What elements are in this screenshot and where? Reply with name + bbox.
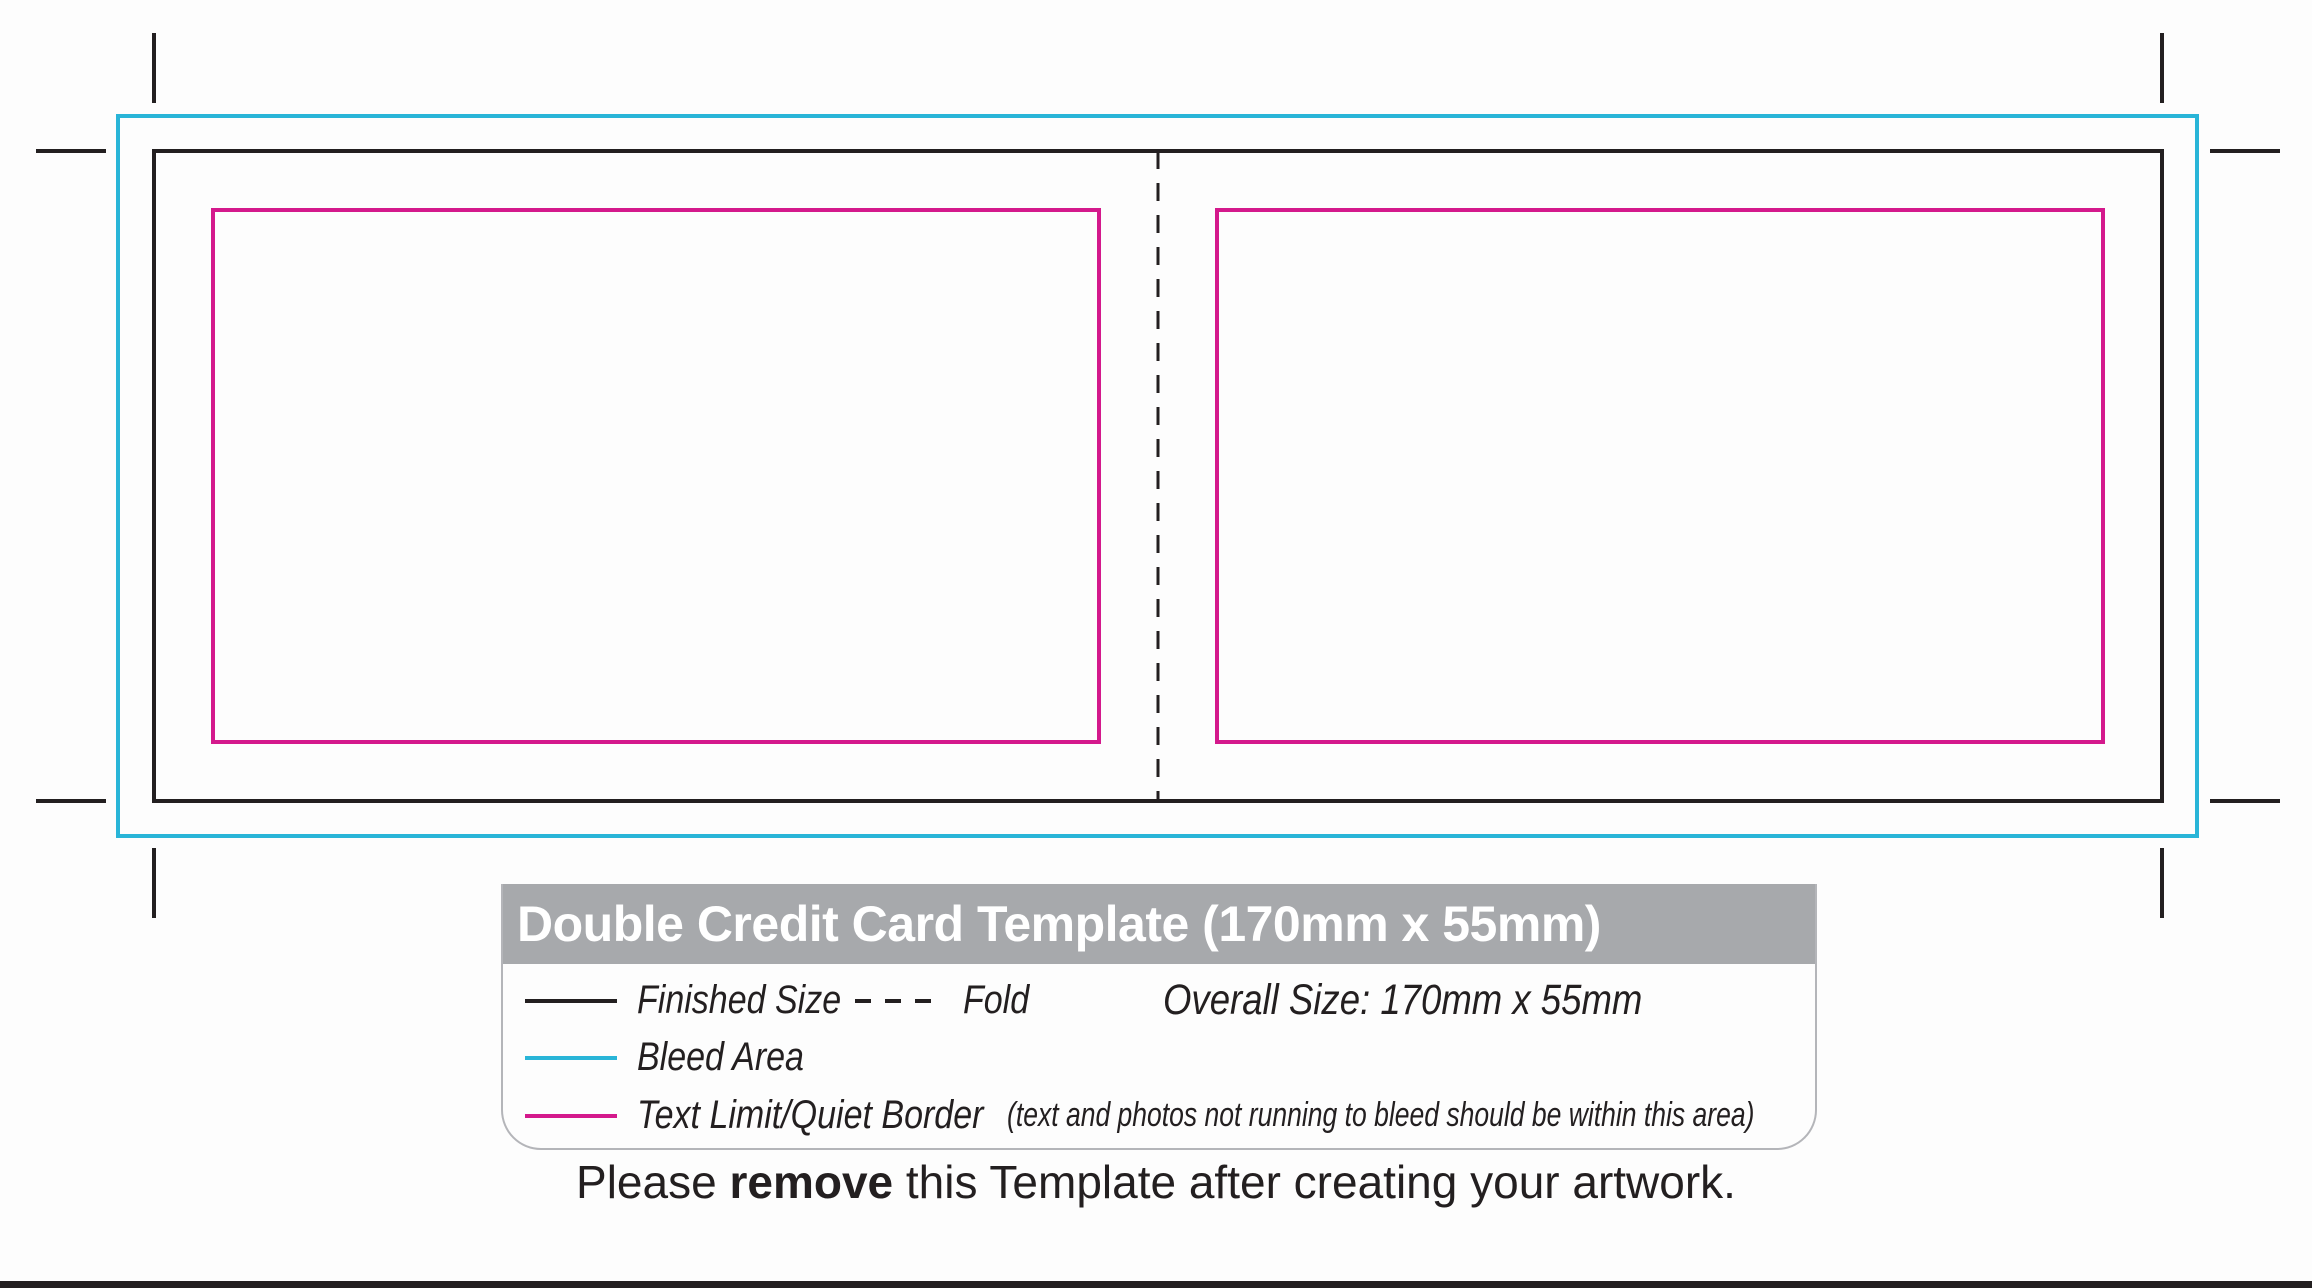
legend-row-text-limit: Text Limit/Quiet Border (text and photos… <box>503 1093 1965 1138</box>
text-limit-rect-right <box>1215 208 2105 744</box>
overall-size-label: Overall Size: 170mm x 55mm <box>1163 976 1643 1024</box>
crop-marks <box>36 33 2280 918</box>
text-limit-note: (text and photos not running to bleed sh… <box>1007 1096 1755 1134</box>
bleed-area-rect <box>116 114 2199 838</box>
finished-size-swatch <box>525 998 617 1003</box>
legend-title: Double Credit Card Template (170mm x 55m… <box>503 884 1815 964</box>
notice-text-start: Please <box>576 1156 730 1208</box>
notice-text-bold: remove <box>729 1156 894 1208</box>
legend-row-finished: Finished Size Fold Overall Size: 170mm x… <box>503 976 1815 1025</box>
bleed-area-swatch <box>525 1055 617 1060</box>
finished-size-label: Finished Size <box>637 978 842 1022</box>
fold-label: Fold <box>963 978 1030 1022</box>
remove-template-notice: Please remove this Template after creati… <box>0 1155 2312 1209</box>
notice-text-end: this Template after creating your artwor… <box>893 1156 1736 1208</box>
text-limit-swatch <box>525 1113 617 1118</box>
text-limit-label: Text Limit/Quiet Border <box>637 1093 984 1137</box>
legend-row-bleed: Bleed Area <box>503 1035 833 1080</box>
fold-swatch <box>855 998 941 1003</box>
legend-box: Double Credit Card Template (170mm x 55m… <box>501 884 1817 1150</box>
bleed-area-label: Bleed Area <box>637 1035 804 1079</box>
text-limit-rect-left <box>211 208 1101 744</box>
bottom-border <box>0 1281 2312 1288</box>
